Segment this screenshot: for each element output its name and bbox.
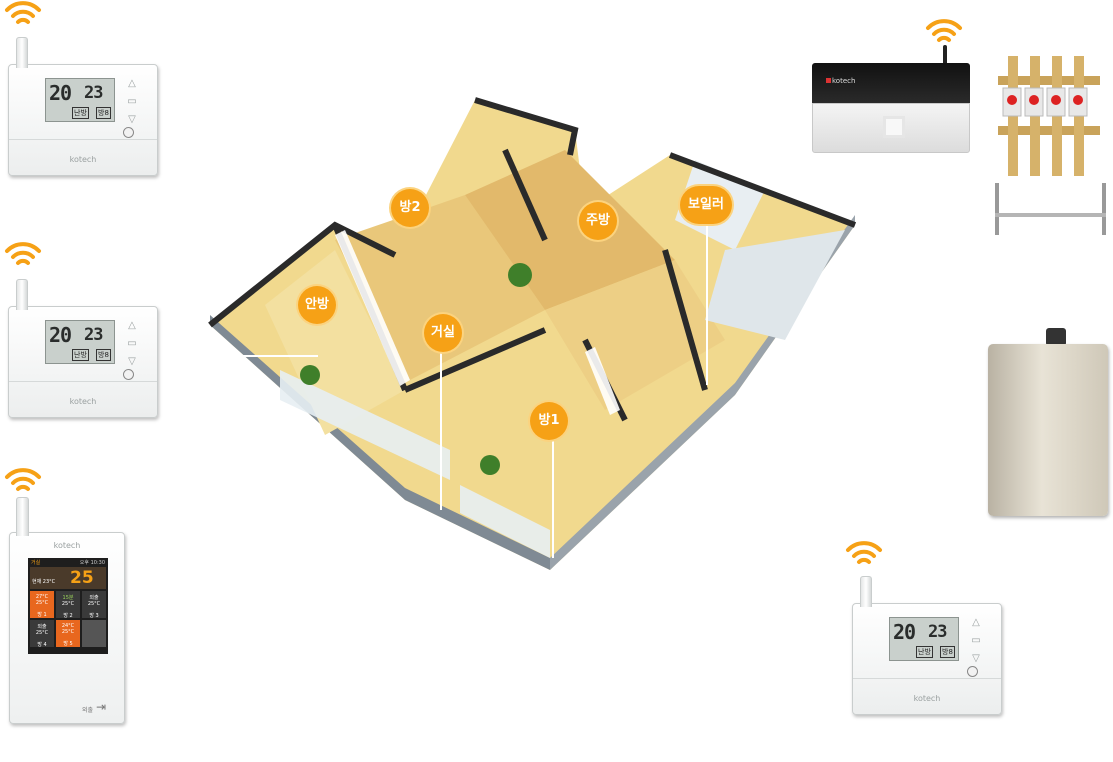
power-button[interactable] [123, 369, 134, 380]
apartment-floorplan [208, 97, 857, 570]
brand-logo: kotech [69, 155, 97, 164]
mode-label: 난방 [916, 646, 933, 658]
brand-logo: kotech [69, 397, 97, 406]
power-button[interactable] [123, 127, 134, 138]
room-pin [440, 340, 442, 510]
header-room: 거실 [31, 560, 41, 566]
wifi-icon [846, 541, 882, 564]
status-led [826, 78, 831, 83]
set-temperature: 20 [49, 81, 72, 105]
room-label-room2[interactable]: 방2 [391, 189, 429, 227]
wifi-icon [5, 1, 41, 24]
room-thermostat[interactable]: 20 23 난방 방8 △▭▽ kotech [852, 576, 1002, 715]
thermostat-buttons[interactable]: △▭▽ [127, 320, 137, 367]
wifi-icon [5, 468, 41, 491]
room-thermostat[interactable]: 20 23 난방 방8 △▭▽ kotech [8, 279, 158, 418]
room-pin [706, 220, 708, 385]
central-controller: kotech [812, 45, 970, 153]
thermostat-buttons[interactable]: △▭▽ [127, 78, 137, 125]
current-temperature: 23 [928, 622, 948, 642]
away-label: 외출 [82, 707, 94, 714]
thermostat-display: 20 23 난방 방8 [45, 320, 115, 364]
current-temperature: 23 [84, 83, 104, 103]
wifi-icon [5, 242, 41, 265]
room-label-room1[interactable]: 방1 [530, 402, 568, 440]
set-temperature: 20 [49, 323, 72, 347]
thermostat-display: 20 23 난방 방8 [889, 617, 959, 661]
clock: 오후 10:30 [79, 560, 105, 566]
divider [853, 678, 1001, 679]
divider [9, 139, 157, 140]
wifi-icon [926, 19, 962, 42]
antenna [16, 279, 28, 310]
controller-logo-mark [883, 116, 905, 138]
room-label-kitchen[interactable]: 주방 [579, 202, 617, 240]
antenna [16, 37, 28, 68]
gas-boiler [988, 328, 1108, 516]
brand-logo: kotech [913, 694, 941, 703]
main-temp-tile[interactable]: 현재 23°C 25 [30, 567, 106, 589]
room-tile[interactable] [82, 620, 106, 647]
divider [9, 381, 157, 382]
antenna [16, 497, 29, 536]
flue-pipe [1046, 328, 1066, 346]
room-pin [552, 430, 554, 558]
room-label-master[interactable]: 안방 [298, 286, 336, 324]
thermostat-display: 20 23 난방 방8 [45, 78, 115, 122]
brand-logo: kotech [53, 541, 81, 550]
mode-label: 난방 [72, 107, 89, 119]
room-thermostat[interactable]: 20 23 난방 방8 △▭▽ kotech [8, 37, 158, 176]
controller-brand: kotech [832, 77, 856, 85]
heating-manifold [995, 56, 1106, 235]
mode-label: 난방 [72, 349, 89, 361]
room-label: 방8 [96, 349, 111, 361]
big-temp: 25 [70, 568, 94, 588]
room-label: 방8 [96, 107, 111, 119]
room-label-living[interactable]: 거실 [424, 314, 462, 352]
current-temp-label: 현재 23°C [32, 579, 56, 585]
set-temperature: 20 [893, 620, 916, 644]
antenna [860, 576, 872, 607]
current-temperature: 23 [84, 325, 104, 345]
antenna [943, 45, 947, 65]
thermostat-buttons[interactable]: △▭▽ [971, 617, 981, 664]
exit-icon[interactable]: ⇥ [96, 700, 107, 714]
room-label-boiler[interactable]: 보일러 [680, 186, 732, 224]
boiler-body [988, 344, 1108, 516]
power-button[interactable] [967, 666, 978, 677]
room-label: 방8 [940, 646, 955, 658]
room-pin [214, 355, 318, 357]
